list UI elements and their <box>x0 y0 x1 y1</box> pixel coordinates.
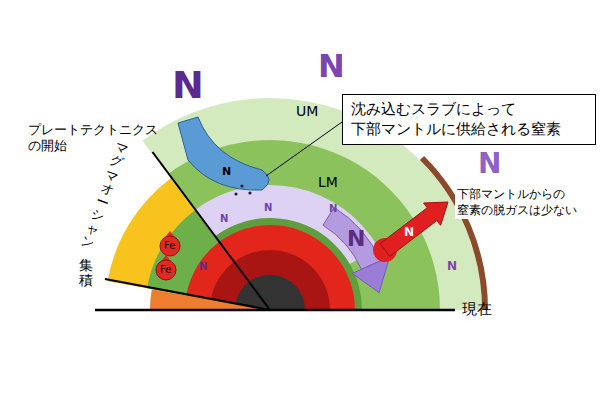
nitrogen-symbol: N <box>447 260 457 272</box>
nitrogen-symbol: N <box>318 50 345 82</box>
nitrogen-symbol: N <box>222 166 231 177</box>
nitrogen-arrow-head <box>352 257 390 293</box>
iron-label: Fe <box>160 265 171 275</box>
nitrogen-dot <box>240 184 243 187</box>
layer-label: UM <box>296 104 318 118</box>
callout-leader <box>266 122 342 176</box>
nitrogen-symbol: N <box>220 214 228 224</box>
stage-label: 現在 <box>462 302 492 317</box>
nitrogen-symbol: N <box>347 228 365 250</box>
stage-label: プレートテクトニクス の開始 <box>28 122 168 153</box>
layer-label: LM <box>318 175 338 189</box>
degassing-arrow <box>380 202 448 256</box>
callout-text: 沈み込むスラブによって 下部マントルに供給される窒素 <box>351 99 587 140</box>
nitrogen-symbol: N <box>264 203 272 213</box>
iron-drop <box>156 260 176 280</box>
nitrogen-symbol: N <box>329 204 337 214</box>
core-band <box>211 250 330 310</box>
accretion-line <box>105 279 270 310</box>
note-text: 下部マントルからの 窒素の脱ガスは少ない <box>455 186 599 219</box>
tectonics-line <box>153 152 271 310</box>
nitrogen-dot <box>248 191 251 194</box>
stage-label: 集積 <box>79 258 93 289</box>
outer-core <box>186 225 355 310</box>
nitrogen-symbol: N <box>478 150 501 178</box>
nitrogen-symbol: N <box>199 262 207 272</box>
nitrogen-dot <box>234 192 237 195</box>
baseline <box>95 309 455 312</box>
nitrogen-arrow-body <box>323 207 381 269</box>
callout-box: 沈み込むスラブによって 下部マントルに供給される窒素 <box>342 94 596 145</box>
iron-drop <box>160 236 180 256</box>
subducting-slab <box>178 117 269 190</box>
stage-label: マグマ オーシャン <box>79 140 130 252</box>
crust <box>420 156 488 310</box>
nitrogen-symbol: N <box>404 226 414 238</box>
iron-label: Fe <box>164 241 175 251</box>
nitrogen-symbol: N <box>172 66 204 104</box>
